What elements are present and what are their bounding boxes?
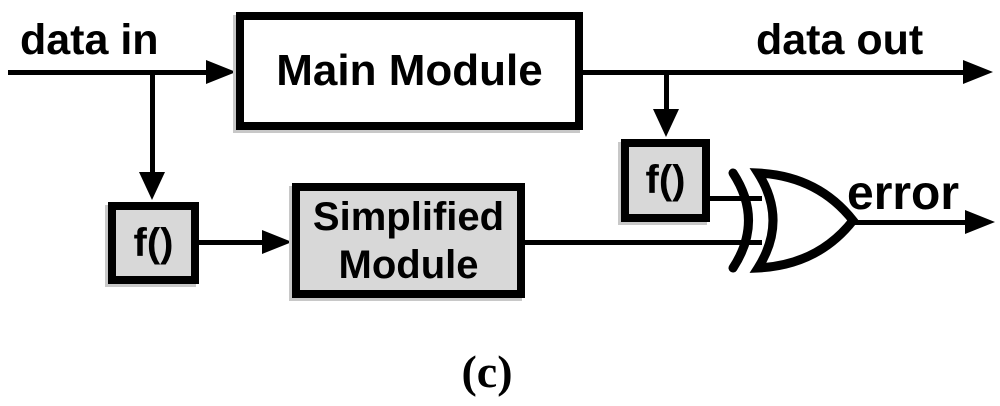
simplified-module-label: Simplified Module <box>313 193 504 289</box>
wire-f-right-to-xor <box>710 196 762 201</box>
wire-data-in <box>8 70 207 75</box>
f-function-box-right: f() <box>621 139 710 222</box>
wire-error-out <box>851 220 965 225</box>
xor-gate-back-arc <box>728 168 753 273</box>
data-in-label: data in <box>20 16 159 64</box>
wire-branch-data-out <box>664 70 669 111</box>
main-module-box: Main Module <box>236 12 583 130</box>
wire-data-out <box>583 70 963 75</box>
arrowhead-into-simplified <box>262 230 292 254</box>
figure-caption: (c) <box>461 346 513 397</box>
wire-simplified-to-xor <box>525 240 762 245</box>
simplified-module-label-line1: Simplified <box>312 194 505 239</box>
data-out-label: data out <box>756 16 924 64</box>
main-module-label: Main Module <box>276 46 543 95</box>
arrowhead-data-out <box>963 60 993 84</box>
f-function-box-left: f() <box>108 202 199 284</box>
simplified-module-box: Simplified Module <box>292 183 525 298</box>
arrowhead-into-f-left <box>139 172 165 200</box>
error-label: error <box>847 167 960 220</box>
f-left-label: f() <box>133 220 174 265</box>
simplified-module-label-line2: Module <box>338 242 479 287</box>
arrowhead-into-main-module <box>206 60 236 84</box>
arrowhead-into-f-right <box>653 109 679 137</box>
xor-gate-body <box>749 168 859 273</box>
wire-f-left-to-simplified <box>199 240 262 245</box>
wire-branch-data-in <box>150 70 155 174</box>
f-right-label: f() <box>645 158 686 202</box>
arrowhead-error <box>965 210 995 234</box>
xor-gate <box>728 168 859 273</box>
